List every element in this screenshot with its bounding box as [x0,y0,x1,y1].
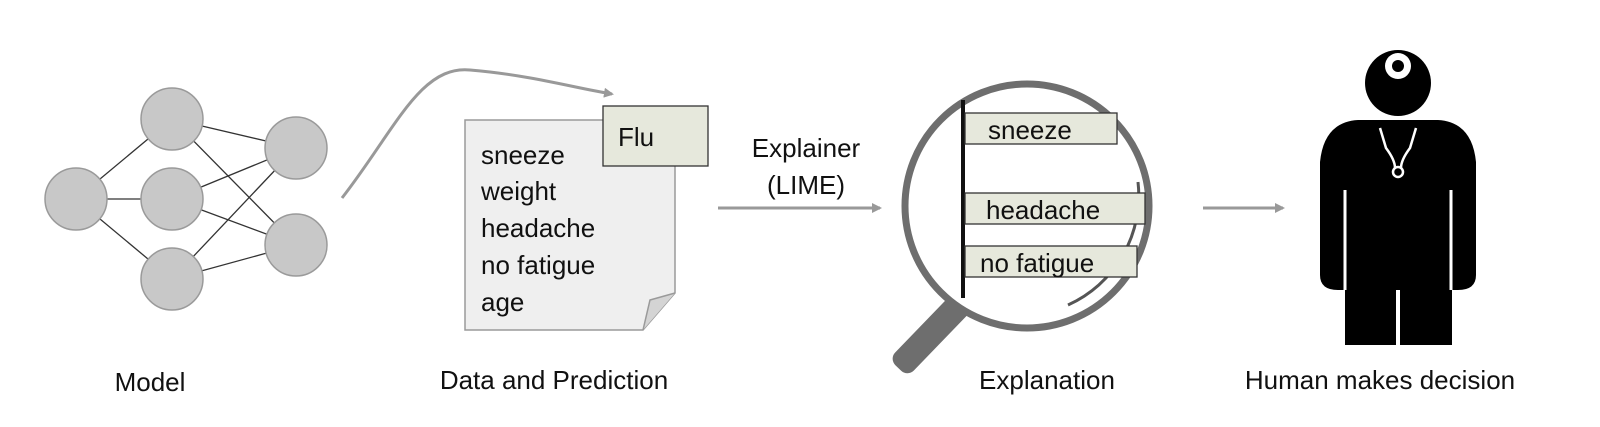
prediction-label: Flu [602,105,709,167]
explanation-bar: no fatigue [964,245,1138,278]
input-node [44,167,108,231]
stage-label-explanation: Explanation [979,365,1115,395]
stage-label-model: Model [115,367,186,397]
stage-label-data: Data and Prediction [440,365,668,395]
feature-list: sneeze weight headache no fatigue age [480,140,595,317]
hidden-node [140,87,204,151]
feature-item: headache [481,213,595,243]
document-icon [464,119,676,331]
doctor-icon [1320,50,1476,345]
neural-network-icon [44,87,328,311]
explanation-bar-label: headache [986,195,1100,225]
prediction-text: Flu [618,122,654,152]
explanation-bar-label: no fatigue [980,248,1094,278]
explainer-label: Explainer [752,133,861,163]
feature-item: weight [480,176,557,206]
curved-arrow [340,68,614,199]
feature-item: age [481,287,524,317]
output-node [264,213,328,277]
explainer-method-label: (LIME) [767,170,845,200]
hidden-node [140,167,204,231]
explanation-bar: headache [964,192,1146,225]
stage-label-human: Human makes decision [1245,365,1515,395]
hidden-node [140,247,204,311]
feature-item: sneeze [481,140,565,170]
feature-item: no fatigue [481,250,595,280]
output-node [264,116,328,180]
explanation-bar: sneeze [964,112,1118,145]
explanation-bar-label: sneeze [988,115,1072,145]
